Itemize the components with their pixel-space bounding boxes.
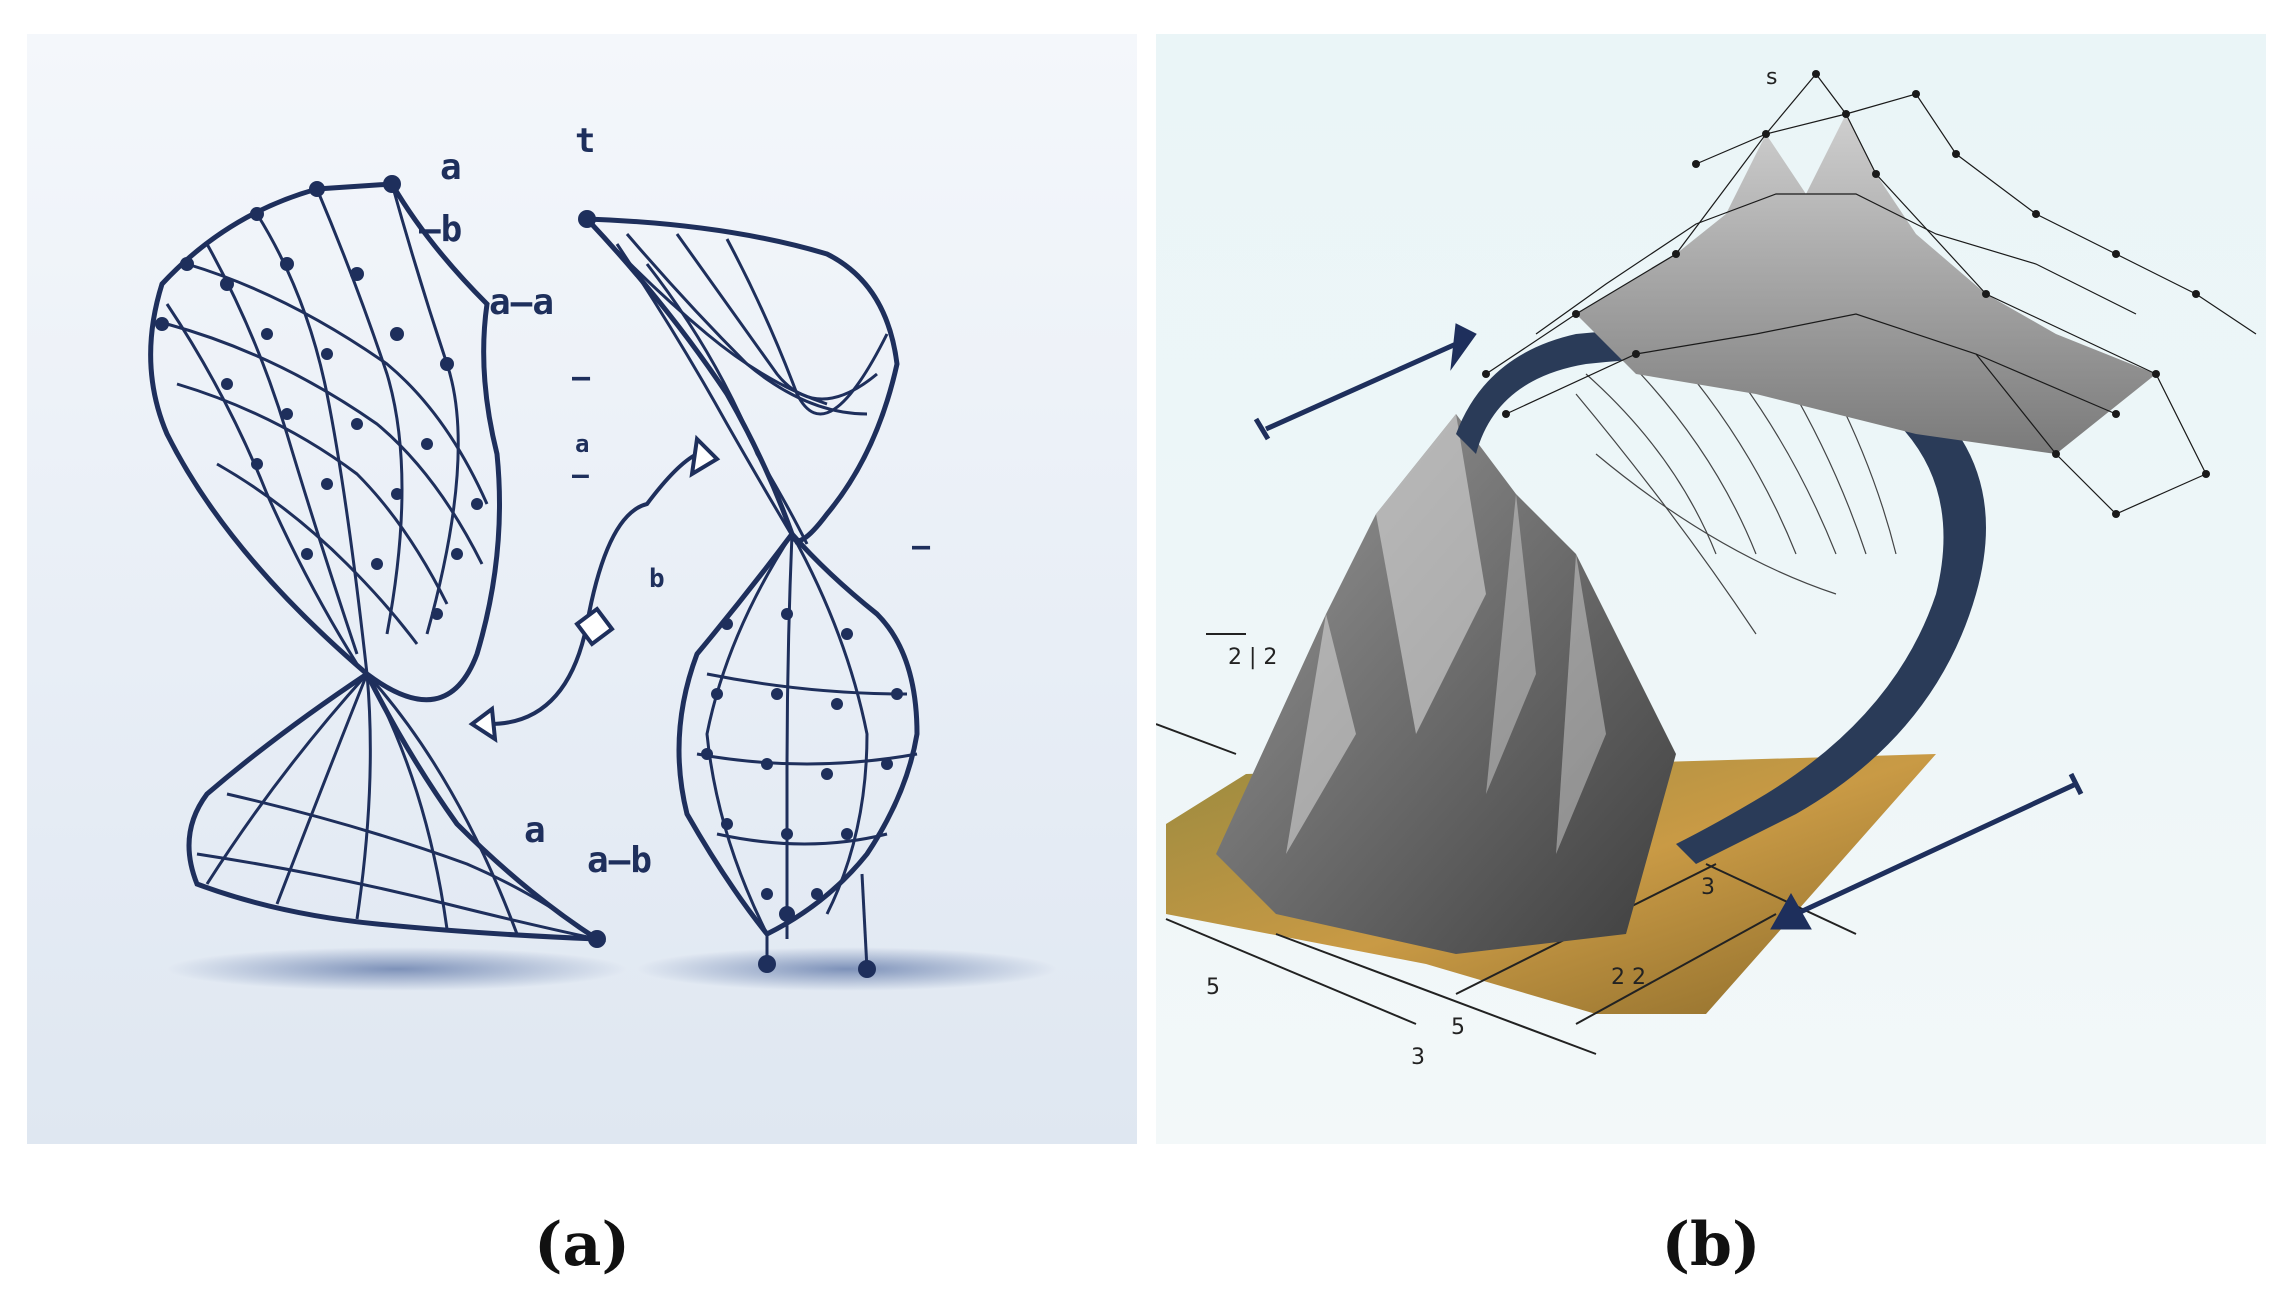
left-surface — [148, 181, 607, 942]
axis-lines — [1156, 633, 1857, 1055]
label-a-dash-b: a—b — [587, 840, 652, 881]
left-surface-nodes — [155, 175, 606, 948]
label-left-tick: 2 | 2 — [1228, 645, 1277, 670]
label-a-top: a — [440, 147, 462, 188]
label-bottom-left: 5 — [1206, 975, 1220, 1000]
label-z-top: s — [1766, 65, 1777, 90]
label-dash-1: – — [572, 360, 591, 395]
mountain-ribbon-scene: s 2 | 2 5 3 5 2 2 3 — [1156, 65, 2257, 1070]
label-a-small: a — [575, 430, 589, 458]
curved-arrow — [468, 434, 721, 743]
caption-a: (a) — [534, 1210, 630, 1280]
label-right-22: 2 2 — [1611, 965, 1646, 990]
ribbon-band — [1456, 329, 1986, 864]
label-a-low: a — [524, 810, 546, 851]
panel-b-illustration: s 2 | 2 5 3 5 2 2 3 — [1156, 34, 2266, 1144]
label-bottom-5: 5 — [1451, 1015, 1465, 1040]
right-surface-nodes — [578, 210, 903, 978]
label-b-mid: b — [649, 564, 665, 594]
label-dash-3: – — [912, 529, 931, 564]
label-dash-2: – — [572, 458, 589, 491]
label-t: t — [575, 121, 595, 161]
caption-b: (b) — [1661, 1210, 1761, 1280]
label-a-dash-a: a—a — [489, 282, 554, 323]
shadow-right — [637, 947, 1057, 991]
label-bottom-3: 3 — [1411, 1045, 1425, 1070]
ribbon-mesh — [1575, 368, 1897, 635]
label-minus-b: —b — [419, 209, 462, 250]
twisted-mesh-surfaces: a t —b a—a – a – b – a a—b — [148, 121, 1057, 991]
panel-a-illustration: a t —b a—a – a – b – a a—b — [27, 34, 1137, 1144]
shadow-left — [167, 947, 627, 991]
arrow-up-right — [1253, 323, 1477, 441]
label-right-3: 3 — [1701, 875, 1715, 900]
network-mountain — [1482, 70, 2257, 518]
rock-mountain — [1216, 414, 1676, 954]
arrow-down-left — [1770, 772, 2084, 930]
